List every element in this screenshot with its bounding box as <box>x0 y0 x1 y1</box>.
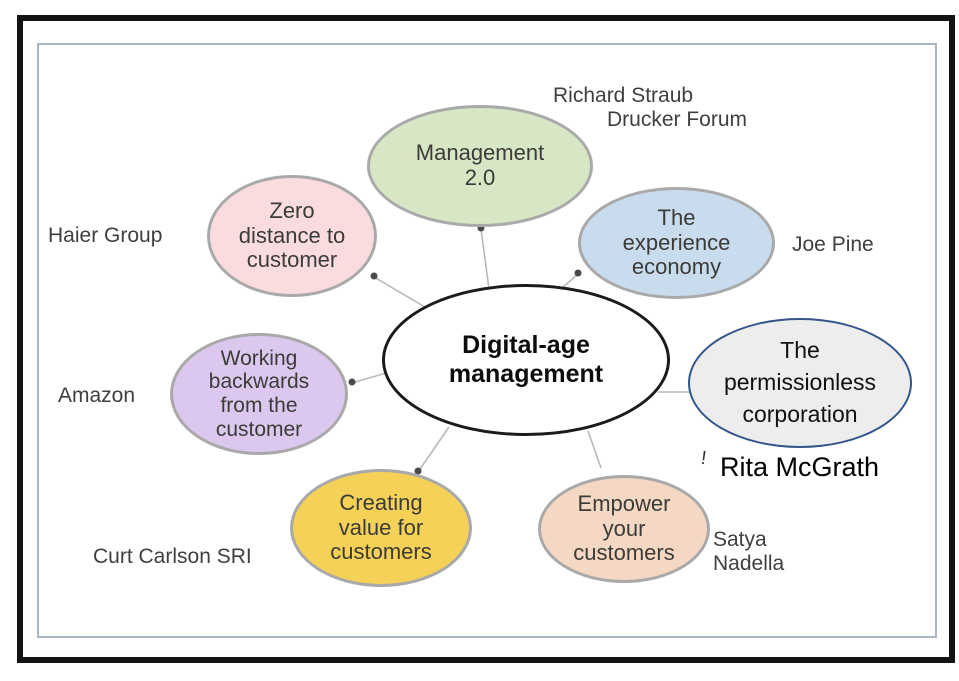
connector-line-zero-distance <box>373 276 431 311</box>
connector-line-management <box>480 228 490 290</box>
connector-line-creating <box>417 426 450 473</box>
inner-thin-frame <box>37 43 937 638</box>
node-ellipse-permissionless-corporation: The permissionless corporation <box>688 318 912 448</box>
attribution-satya-nadella: Satya Nadella <box>713 528 785 575</box>
node-ellipse-working-backwards: Working backwards from the customer <box>170 333 348 455</box>
connector-dot-experience <box>574 269 582 277</box>
center-ellipse-digital-age-management: Digital-age management <box>382 284 670 436</box>
attribution-richard-straub: Richard Straub <box>553 84 694 107</box>
connector-line-working <box>351 372 387 384</box>
attribution-drucker-forum: Drucker Forum <box>607 108 748 131</box>
attribution-haier-group: Haier Group <box>48 224 163 247</box>
attribution-joe-pine: Joe Pine <box>792 233 874 256</box>
node-ellipse-creating-value: Creating value for customers <box>290 469 472 587</box>
outer-black-frame <box>17 15 955 663</box>
attribution-rita-mcgrath: Rita McGrath <box>720 452 880 482</box>
connector-line-empower <box>587 430 602 469</box>
node-ellipse-experience-economy: The experience economy <box>578 187 775 299</box>
node-ellipse-empower-customers: Empower your customers <box>538 475 710 583</box>
connector-dot-zero-distance <box>370 272 378 280</box>
attribution-curt-carlson-sri: Curt Carlson SRI <box>93 545 252 568</box>
node-ellipse-zero-distance-to-customer: Zero distance to customer <box>207 175 377 297</box>
attribution-amazon: Amazon <box>58 384 136 407</box>
connector-dot-working <box>348 378 356 386</box>
node-ellipse-management-2-0: Management 2.0 <box>367 105 593 227</box>
